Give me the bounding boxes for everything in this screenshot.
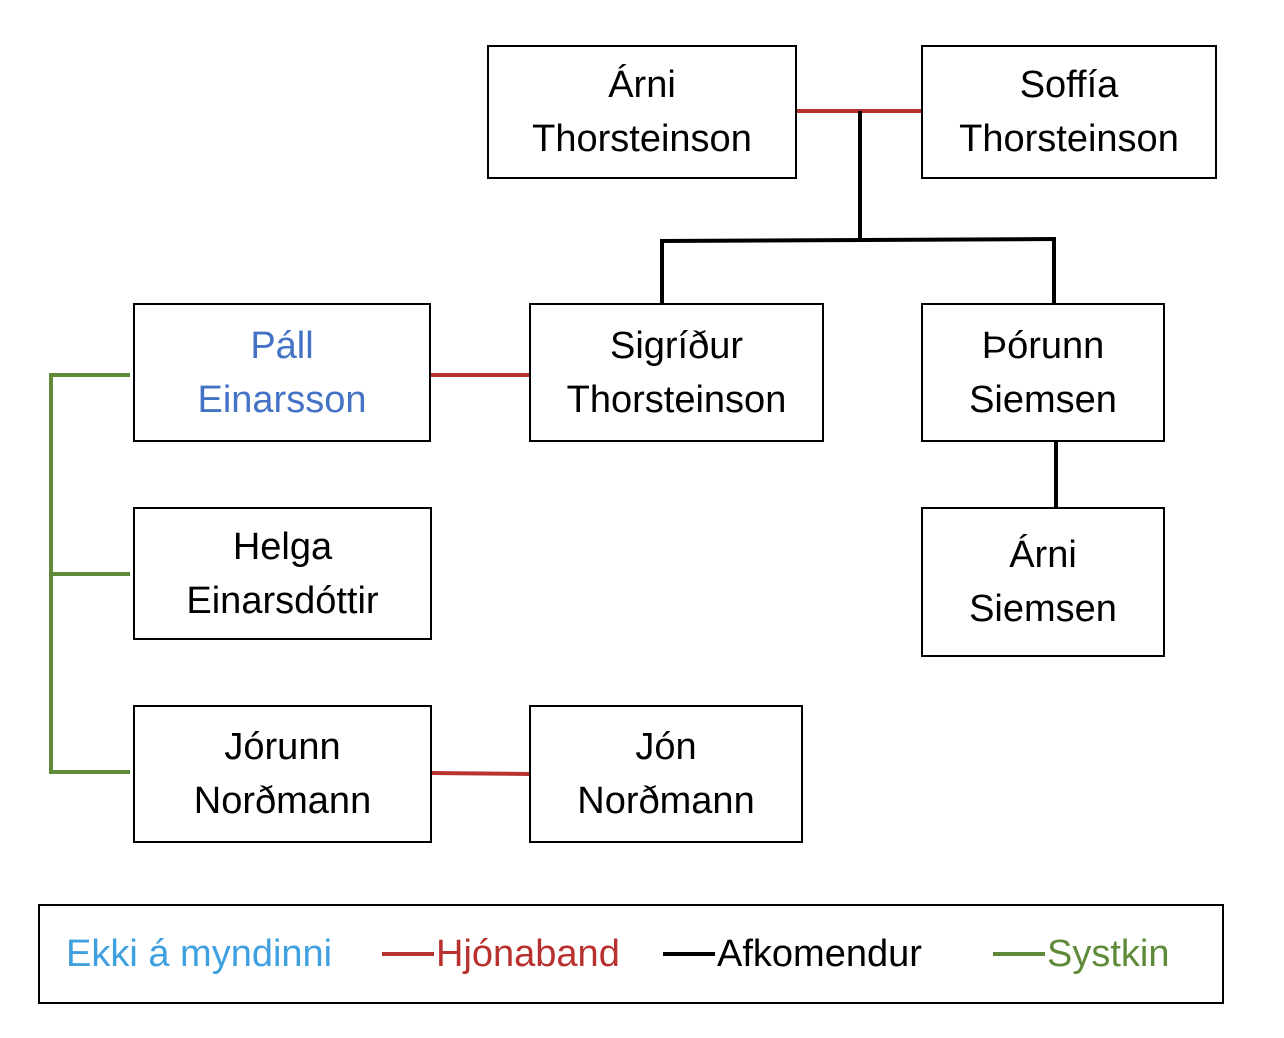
person-first-name: Soffía — [1019, 64, 1119, 106]
person-last-name: Thorsteinson — [566, 378, 787, 421]
person-last-name: Siemsen — [969, 588, 1117, 630]
person-first-name: Árni — [608, 64, 676, 106]
person-first-name: Jón — [635, 726, 697, 768]
legend-item-not-pictured: Ekki á myndinni — [66, 906, 332, 1002]
legend-item-descendants: Afkomendur — [663, 906, 922, 1002]
person-last-name: Thorsteinson — [959, 118, 1179, 160]
descendant-line-children-bar — [659, 237, 1057, 243]
legend: Ekki á myndinni Hjónaband Afkomendur Sys… — [38, 904, 1224, 1004]
person-arni-thorsteinson: Árni Thorsteinson — [487, 45, 797, 179]
person-jon-nordmann: Jón Norðmann — [529, 705, 803, 843]
person-first-name: Jórunn — [224, 726, 341, 768]
legend-item-marriage: Hjónaband — [382, 906, 620, 1002]
legend-label-siblings: Systkin — [1047, 932, 1170, 975]
person-soffia-thorsteinson: Soffía Thorsteinson — [921, 45, 1217, 179]
legend-descendant-line-icon — [663, 952, 715, 956]
person-thorunn-siemsen: Þórunn Siemsen — [921, 303, 1165, 442]
person-last-name: Thorsteinson — [532, 118, 752, 160]
person-sigridur-thorsteinson: Sigríður Thorsteinson — [529, 303, 824, 442]
person-last-name: Norðmann — [193, 780, 372, 822]
person-jorunn-nordmann: Jórunn Norðmann — [133, 705, 432, 843]
person-first-name: Helga — [232, 525, 333, 568]
marriage-line-jorunn-jon — [429, 771, 531, 776]
person-pall-einarsson: Páll Einarsson — [133, 303, 431, 442]
person-first-name: Páll — [250, 324, 314, 367]
person-last-name: Siemsen — [969, 378, 1117, 421]
person-first-name: Þórunn — [981, 324, 1105, 367]
legend-label-descendants: Afkomendur — [717, 932, 922, 975]
person-arni-siemsen: Árni Siemsen — [921, 507, 1165, 657]
legend-sibling-line-icon — [993, 952, 1045, 956]
legend-label-marriage: Hjónaband — [436, 932, 620, 975]
person-first-name: Árni — [1009, 534, 1077, 576]
person-helga-einarsdottir: Helga Einarsdóttir — [133, 507, 432, 640]
person-last-name: Einarsdóttir — [186, 579, 379, 622]
legend-item-siblings: Systkin — [993, 906, 1169, 1002]
person-last-name: Einarsson — [197, 378, 367, 421]
legend-marriage-line-icon — [382, 952, 434, 956]
person-last-name: Norðmann — [577, 780, 755, 822]
person-first-name: Sigríður — [609, 324, 744, 367]
legend-label-not-pictured: Ekki á myndinni — [66, 932, 333, 975]
